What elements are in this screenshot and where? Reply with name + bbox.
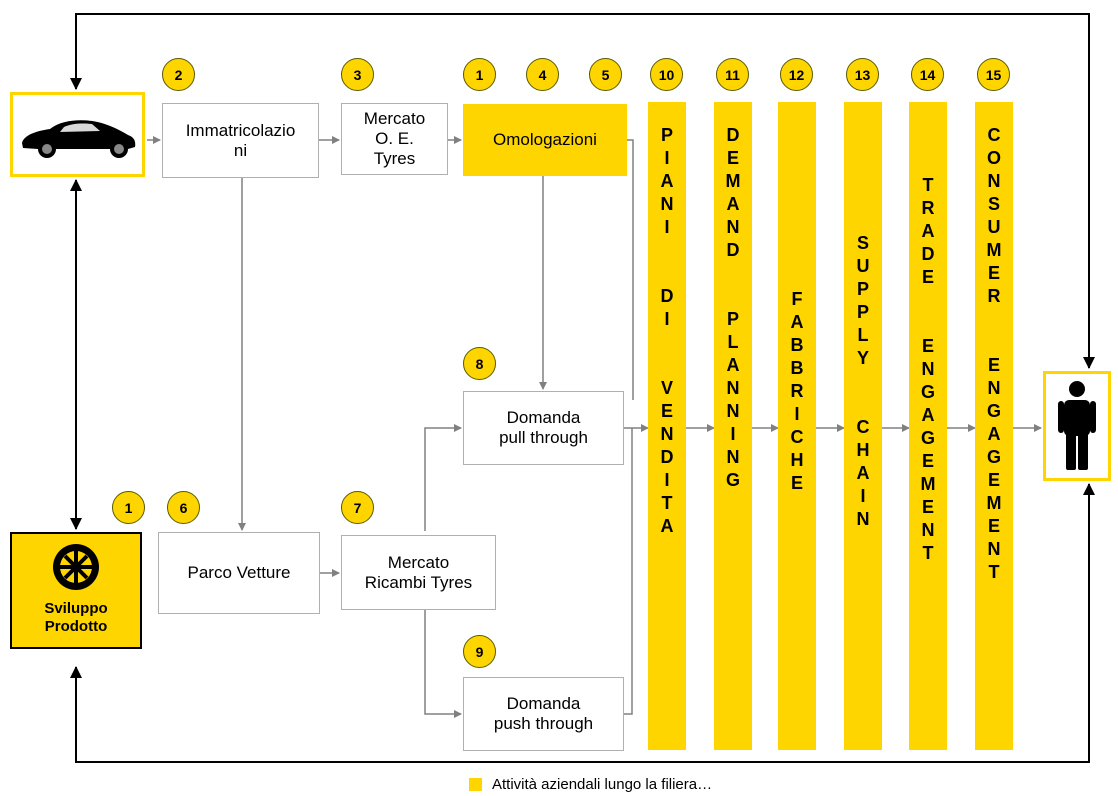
domanda-pull-line2: pull through [499,428,588,447]
mercato-ricambi-line1: Mercato [387,552,450,572]
number-badge-4: 4 [526,58,559,91]
sviluppo-prodotto-box: Sviluppo Prodotto [10,532,142,649]
number-badge-1-left: 1 [112,491,145,524]
column-demand-planning-text: D E M A N D P L A N N I N G [725,125,741,490]
mercato-oe-line2: O. E. [375,129,414,148]
column-consumer-engagement: C O N S U M E R E N G A G E M E N T [975,102,1013,750]
parco-vetture-box: Parco Vetture [158,532,320,614]
mercato-ricambi-box: Mercato Ricambi Tyres [341,535,496,610]
car-box [10,92,145,177]
omologazioni-box: Omologazioni [463,104,627,176]
domanda-pull-line1: Domanda [506,408,581,427]
number-badge-13: 13 [846,58,879,91]
legend-swatch [469,778,482,791]
number-badge-12: 12 [780,58,813,91]
parco-vetture-label: Parco Vetture [187,563,291,582]
mercato-ricambi-line2: Ricambi Tyres [364,572,473,592]
number-badge-2: 2 [162,58,195,91]
person-box [1043,371,1111,481]
number-badge-7: 7 [341,491,374,524]
number-badge-10: 10 [650,58,683,91]
column-consumer-engagement-text: C O N S U M E R E N G A G E M E N T [986,125,1002,582]
column-supply-chain-text: S U P P L Y C H A I N [856,233,870,529]
mercato-oe-line3: Tyres [373,149,416,168]
number-badge-3: 3 [341,58,374,91]
legend: Attività aziendali lungo la filiera… [469,776,712,793]
domanda-push-line1: Domanda [506,694,581,713]
column-supply-chain: S U P P L Y C H A I N [844,102,882,750]
immatricolazioni-box: Immatricolazio ni [162,103,319,178]
domanda-push-line2: push through [493,714,594,733]
mercato-oe-box: Mercato O. E. Tyres [341,103,448,175]
wheel-icon [53,544,99,590]
prodotto-label: Prodotto [44,618,108,635]
number-badge-5: 5 [589,58,622,91]
number-badge-6: 6 [167,491,200,524]
immatricolazioni-line1: Immatricolazio [185,120,296,140]
column-piani-di-vendita: P I A N I D I V E N D I T A [648,102,686,750]
number-badge-15: 15 [977,58,1010,91]
number-badge-1-top: 1 [463,58,496,91]
column-piani-di-vendita-text: P I A N I D I V E N D I T A [660,125,674,536]
sviluppo-label: Sviluppo [44,600,108,617]
person-icon [1058,381,1096,470]
number-badge-8: 8 [463,347,496,380]
column-fabbriche: F A B B R I C H E [778,102,816,750]
column-trade-engagement: T R A D E E N G A G E M E N T [909,102,947,750]
number-badge-14: 14 [911,58,944,91]
car-icon [22,120,136,158]
number-badge-9: 9 [463,635,496,668]
legend-label: Attività aziendali lungo la filiera… [492,776,713,793]
mercato-oe-line1: Mercato [363,109,426,128]
column-trade-engagement-text: T R A D E E N G A G E M E N T [920,175,936,563]
column-demand-planning: D E M A N D P L A N N I N G [714,102,752,750]
omologazioni-label: Omologazioni [493,130,597,149]
domanda-pull-box: Domanda pull through [463,391,624,465]
immatricolazioni-line2: ni [233,140,248,160]
domanda-push-box: Domanda push through [463,677,624,751]
number-badge-11: 11 [716,58,749,91]
column-fabbriche-text: F A B B R I C H E [790,289,804,493]
